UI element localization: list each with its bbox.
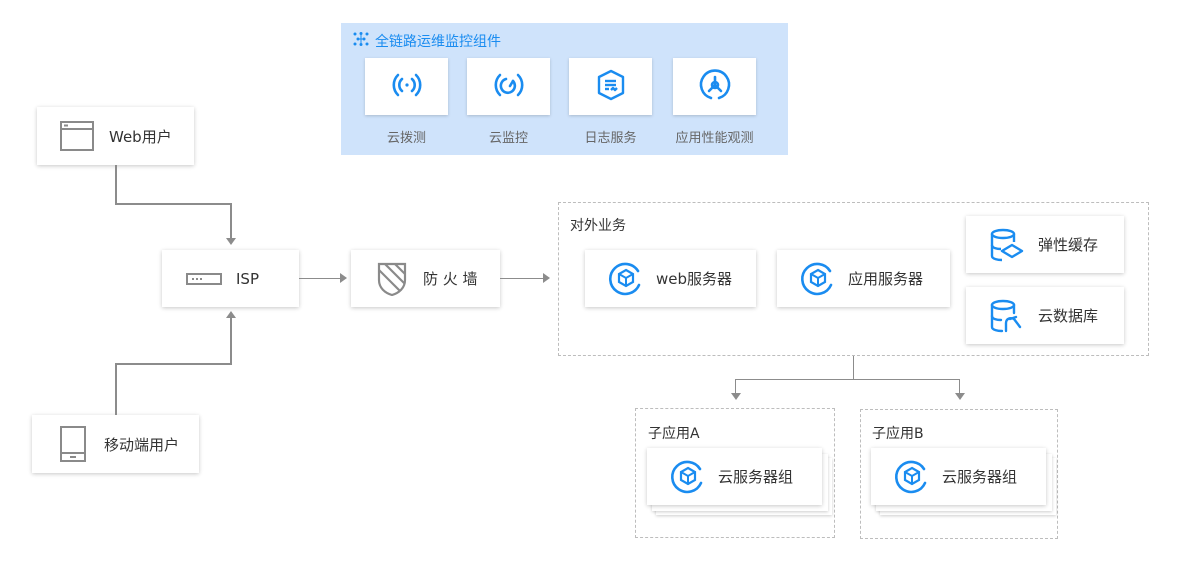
monitor-card-cloud-monitor[interactable] (467, 58, 550, 115)
monitor-label: 云拨测 (386, 131, 426, 146)
connector-line (115, 364, 117, 415)
app-server-node[interactable]: 应用服务器 (777, 250, 950, 307)
database-icon (990, 299, 1024, 333)
connector-line (735, 379, 960, 380)
monitoring-title: 全链路运维监控组件 (353, 31, 501, 51)
sub-app-b-server-group[interactable]: 云服务器组 (871, 448, 1046, 505)
server-cube-icon (894, 459, 930, 495)
sub-app-a-group (635, 408, 835, 538)
connector-line (853, 356, 854, 379)
sub-app-b-title: 子应用B (872, 426, 924, 442)
arrow-head-up (226, 311, 236, 318)
external-business-title: 对外业务 (570, 218, 626, 234)
elastic-cache-node[interactable]: 弹性缓存 (966, 216, 1124, 273)
log-document-icon (593, 67, 629, 107)
shield-icon (377, 262, 407, 296)
monitor-card-log-service[interactable] (569, 58, 652, 115)
server-cube-icon (608, 261, 644, 297)
web-user-node[interactable]: Web用户 (37, 107, 194, 165)
topology-icon (353, 32, 369, 50)
server-cube-icon (670, 459, 706, 495)
server-cube-icon (800, 261, 836, 297)
monitor-card-dial-test[interactable] (365, 58, 448, 115)
connector-line (230, 203, 232, 239)
router-icon (186, 272, 222, 285)
firewall-node[interactable]: 防 火 墙 (351, 250, 500, 307)
connector-line (299, 278, 341, 279)
monitoring-panel: 全链路运维监控组件 云拨测 云监控 日志服务 (341, 23, 788, 155)
sub-app-b-group (860, 409, 1058, 539)
arrow-head-right (543, 273, 550, 283)
monitor-card-apm[interactable] (673, 58, 756, 115)
connector-line (500, 278, 544, 279)
monitor-label: 云监控 (488, 131, 528, 146)
monitor-label: 应用性能观测 (675, 131, 754, 146)
web-server-node[interactable]: web服务器 (585, 250, 756, 307)
mobile-user-node[interactable]: 移动端用户 (32, 415, 199, 473)
cloud-database-node[interactable]: 云数据库 (966, 287, 1124, 344)
connector-line (959, 379, 960, 393)
sub-app-a-server-group[interactable]: 云服务器组 (647, 448, 822, 505)
connector-line (735, 379, 736, 393)
arrow-head-down (226, 238, 236, 245)
arrow-head-down (731, 393, 741, 400)
arrow-head-down (955, 393, 965, 400)
database-cache-icon (990, 228, 1024, 262)
arrow-head-right (340, 273, 347, 283)
connector-line (115, 165, 117, 204)
sub-app-a-title: 子应用A (648, 426, 700, 442)
tablet-icon (60, 426, 86, 462)
browser-window-icon (60, 121, 94, 151)
broadcast-signal-icon (389, 67, 425, 107)
connector-line (115, 363, 232, 365)
external-business-group (558, 202, 1149, 356)
connector-line (115, 203, 232, 205)
connector-line (230, 318, 232, 364)
monitor-gauge-icon (491, 67, 527, 107)
isp-node[interactable]: ISP (162, 250, 299, 307)
apm-tri-node-icon (697, 67, 733, 107)
monitor-label: 日志服务 (584, 131, 637, 146)
